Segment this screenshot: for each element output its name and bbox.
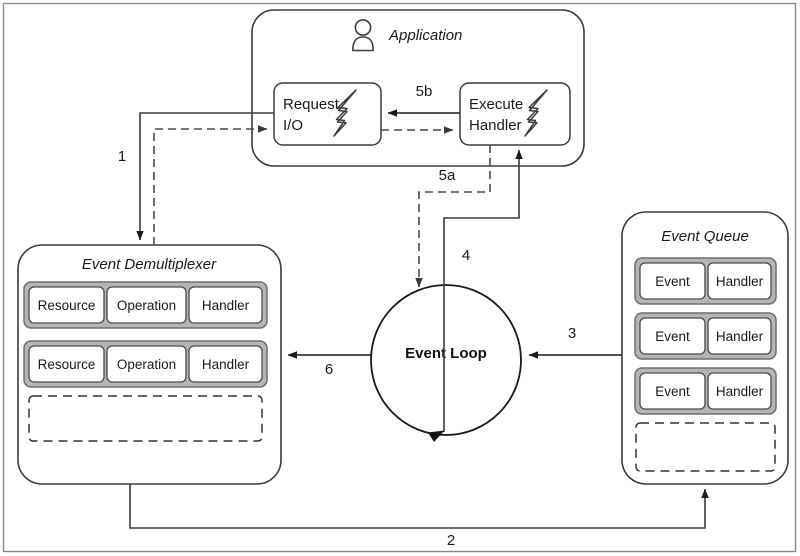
queue-cell-event[interactable] bbox=[639, 372, 706, 410]
event-loop-node[interactable]: Event Loop bbox=[370, 284, 522, 442]
queue-row[interactable]: Event Handler bbox=[634, 367, 777, 415]
event-loop-rotation-arrow-icon bbox=[428, 430, 445, 442]
execute-handler-line1: Execute bbox=[469, 96, 523, 113]
queue-cell-handler-label: Handler bbox=[716, 329, 764, 344]
demux-cell-handler[interactable] bbox=[188, 286, 263, 324]
queue-cell-event[interactable] bbox=[639, 317, 706, 355]
demux-cell-operation-label: Operation bbox=[117, 357, 176, 372]
request-io-line2: I/O bbox=[283, 117, 303, 134]
demux-cell-handler-label: Handler bbox=[202, 298, 250, 313]
demux-cell-operation[interactable] bbox=[106, 345, 187, 383]
step-label-5a: 5a bbox=[439, 167, 456, 184]
demux-row[interactable]: Resource Operation Handler bbox=[23, 281, 268, 329]
queue-cell-handler[interactable] bbox=[707, 372, 772, 410]
execute-handler-rect[interactable] bbox=[459, 82, 571, 146]
application-container: Application Request I/O Execute Handler bbox=[251, 9, 585, 167]
step-label-1: 1 bbox=[118, 148, 126, 165]
demux-cell-handler-label: Handler bbox=[202, 357, 250, 372]
person-icon bbox=[352, 19, 374, 52]
queue-cell-event-label: Event bbox=[655, 329, 690, 344]
step-label-2: 2 bbox=[447, 532, 455, 549]
queue-cell-handler[interactable] bbox=[707, 317, 772, 355]
demux-cell-resource[interactable] bbox=[28, 286, 105, 324]
application-label: Application bbox=[388, 27, 462, 44]
request-io-line1: Request bbox=[283, 96, 340, 113]
lightning-bolt-icon bbox=[333, 89, 357, 137]
demux-placeholder-slot bbox=[28, 395, 263, 442]
queue-cell-event-label: Event bbox=[655, 274, 690, 289]
step-label-6: 6 bbox=[325, 361, 333, 378]
demux-cell-resource-label: Resource bbox=[38, 298, 96, 313]
step-label-3: 3 bbox=[568, 325, 576, 342]
event-loop-circle[interactable] bbox=[370, 284, 522, 436]
demux-cell-resource-label: Resource bbox=[38, 357, 96, 372]
event-demultiplexer-container: Event Demultiplexer Resource Operation H… bbox=[17, 244, 282, 485]
queue-cell-handler[interactable] bbox=[707, 262, 772, 300]
event-queue-label: Event Queue bbox=[661, 228, 749, 245]
demux-cell-operation[interactable] bbox=[106, 286, 187, 324]
execute-handler-line2: Handler bbox=[469, 117, 522, 134]
step-label-5b: 5b bbox=[416, 83, 433, 100]
connector-5a-execute-handler-to-loop bbox=[415, 145, 491, 288]
demux-cell-resource[interactable] bbox=[28, 345, 105, 383]
queue-row[interactable]: Event Handler bbox=[634, 257, 777, 305]
execute-handler-box[interactable]: Execute Handler bbox=[459, 82, 571, 146]
event-queue-container: Event Queue Event Handler Event Handler … bbox=[621, 211, 789, 485]
queue-cell-handler-label: Handler bbox=[716, 274, 764, 289]
queue-placeholder-slot bbox=[635, 422, 776, 472]
request-io-rect[interactable] bbox=[273, 82, 382, 146]
request-io-box[interactable]: Request I/O bbox=[273, 82, 382, 146]
demux-row[interactable]: Resource Operation Handler bbox=[23, 340, 268, 388]
queue-row[interactable]: Event Handler bbox=[634, 312, 777, 360]
connector-1-request-to-demux bbox=[136, 112, 274, 241]
connector-4-loop-to-execute-handler bbox=[443, 149, 523, 432]
connector-2-demux-to-queue bbox=[129, 484, 709, 529]
lightning-bolt-icon bbox=[524, 89, 548, 137]
queue-cell-event[interactable] bbox=[639, 262, 706, 300]
queue-cell-event-label: Event bbox=[655, 384, 690, 399]
step-label-4: 4 bbox=[462, 247, 470, 264]
demux-cell-handler[interactable] bbox=[188, 345, 263, 383]
event-demultiplexer-label: Event Demultiplexer bbox=[82, 256, 217, 273]
demux-cell-operation-label: Operation bbox=[117, 298, 176, 313]
queue-cell-handler-label: Handler bbox=[716, 384, 764, 399]
event-loop-label: Event Loop bbox=[405, 345, 487, 362]
